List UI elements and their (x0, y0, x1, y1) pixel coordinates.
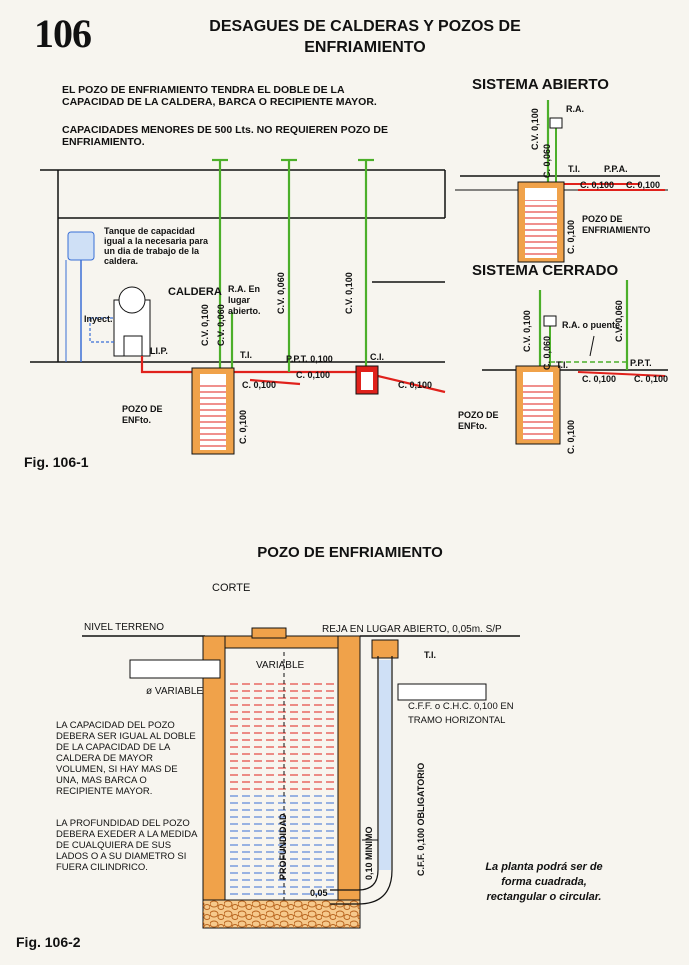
abierto-pozo-label: POZO DE ENFRIAMIENTO (582, 214, 651, 235)
page-title: DESAGUES DE CALDERAS Y POZOS DE ENFRIAMI… (209, 18, 521, 56)
cerrado-ppt-label: P.P.T. (630, 358, 652, 368)
fig1-c100-a: C. 0,100 (296, 370, 331, 380)
cerrado-c100-b: C. 0,100 (634, 374, 669, 384)
cerrado-drawing (482, 280, 668, 445)
fig2-note-capacity: LA CAPACIDAD DEL POZO DEBERA SER IGUAL A… (56, 720, 196, 797)
fig2-nivel-label: NIVEL TERRENO (84, 622, 165, 633)
cerrado-c100-a: C. 0,100 (582, 374, 617, 384)
abierto-ppa-label: P.P.A. (604, 164, 628, 174)
fig1-ra-label: R.A. En lugar abierto. (228, 284, 261, 316)
fig1-c100-d: C. 0,100 (238, 409, 248, 444)
fig1-caldera-label: CALDERA (168, 286, 222, 298)
fig1-ci-label: C.I. (370, 352, 385, 362)
fig1-inyect-label: Inyect. (84, 314, 113, 324)
fig2-variable-top: VARIABLE (256, 660, 305, 671)
cerrado-cv060: C.V. 0,060 (614, 300, 624, 342)
fig1-cv060-a: C.V. 0,060 (216, 304, 226, 346)
abierto-c100-a: C. 0,100 (580, 180, 615, 190)
fig1-cv100-a: C.V. 0,100 (200, 304, 210, 346)
fig1-ppt-label: P.P.T. 0,100 (286, 354, 333, 364)
fig2-well-section (82, 627, 520, 929)
cerrado-cv100: C.V. 0,100 (522, 310, 532, 352)
fig2-dim-label: 0,05 (310, 888, 328, 898)
fig2-title: POZO DE ENFRIAMIENTO (257, 544, 443, 561)
abierto-c100-b: C. 0,100 (626, 180, 661, 190)
cerrado-c100-c: C. 0,100 (566, 419, 576, 454)
fig2-caption: Fig. 106-2 (16, 934, 81, 950)
fig1-water-tank (65, 231, 95, 362)
abierto-ra-label: R.A. (566, 104, 584, 114)
cerrado-pozo-label: POZO DE ENFto. (458, 410, 499, 431)
fig2-obligatorio-label: C.F.F. 0,100 OBLIGATORIO (416, 762, 426, 876)
fig1-note-capacity: EL POZO DE ENFRIAMIENTO TENDRA EL DOBLE … (62, 84, 377, 108)
fig2-profundidad-label: PROFUNDIDAD (278, 813, 288, 881)
fig1-vent-pipes (212, 158, 374, 372)
fig1-building (30, 169, 446, 363)
abierto-drawing (455, 100, 668, 263)
fig2-cff-label: C.F.F. o C.H.C. 0,100 EN TRAMO HORIZONTA… (408, 701, 514, 726)
fig1-c100-c: C. 0,100 (398, 380, 433, 390)
fig1-tank-note: Tanque de capacidad igual a la necesaria… (104, 226, 209, 266)
abierto-c100-c: C. 0,100 (566, 219, 576, 254)
fig2-note-depth: LA PROFUNDIDAD DEL POZO DEBERA EXEDER A … (56, 818, 197, 873)
cerrado-title: SISTEMA CERRADO (472, 262, 619, 279)
abierto-c060: C. 0,060 (542, 143, 552, 178)
fig2-planta-note: La planta podrá ser de forma cuadrada, r… (485, 861, 603, 903)
fig1-ti-label: T.I. (240, 350, 253, 360)
fig2-minimo-label: 0,10 MINIMO (364, 826, 374, 880)
fig1-boiler (89, 286, 151, 357)
fig1-cv100-b: C.V. 0,100 (344, 272, 354, 314)
cerrado-ra-label: R.A. o puente (562, 320, 620, 330)
fig1-note-small: CAPACIDADES MENORES DE 500 Lts. NO REQUI… (62, 124, 388, 148)
fig1-cv060-b: C.V. 0,060 (276, 272, 286, 314)
fig1-pozo-label: POZO DE ENFto. (122, 404, 163, 425)
fig2-corte-label: CORTE (212, 582, 251, 594)
fig2-reja-label: REJA EN LUGAR ABIERTO, 0,05m. S/P (322, 624, 502, 635)
abierto-title: SISTEMA ABIERTO (472, 76, 609, 93)
fig1-well (191, 365, 379, 455)
fig1-lip-label: LI.P. (150, 346, 168, 356)
fig2-ti-label: T.I. (424, 650, 437, 660)
page-number: 106 (34, 11, 92, 56)
fig1-c100-b: C. 0,100 (242, 380, 277, 390)
abierto-cv100: C.V. 0,100 (530, 108, 540, 150)
cerrado-ti-label: T.I. (556, 360, 569, 370)
fig2-variable-pipe: ø VARIABLE (146, 686, 204, 697)
abierto-ti-label: T.I. (568, 164, 581, 174)
fig1-drain-pipes (140, 356, 446, 394)
cerrado-c060: C. 0,060 (542, 335, 552, 370)
fig1-caption: Fig. 106-1 (24, 454, 89, 470)
